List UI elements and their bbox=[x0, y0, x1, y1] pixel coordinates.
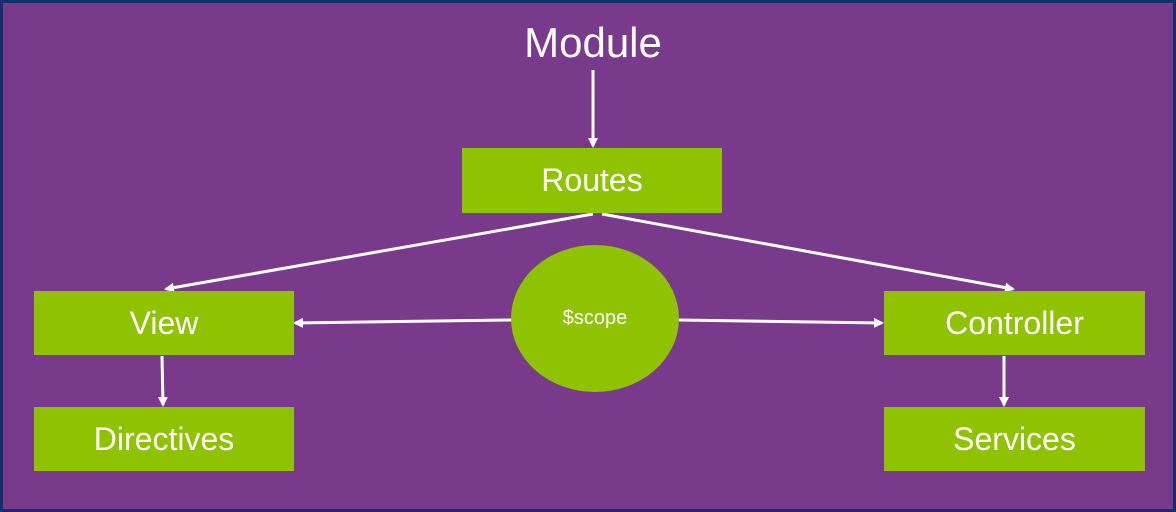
directives-node: Directives bbox=[34, 407, 294, 471]
routes-node: Routes bbox=[462, 148, 722, 213]
view-node: View bbox=[34, 291, 294, 355]
module-title: Module bbox=[524, 19, 662, 66]
services-node: Services bbox=[884, 407, 1145, 471]
controller-node: Controller bbox=[884, 291, 1145, 355]
scope-circle: $scope bbox=[511, 245, 679, 392]
